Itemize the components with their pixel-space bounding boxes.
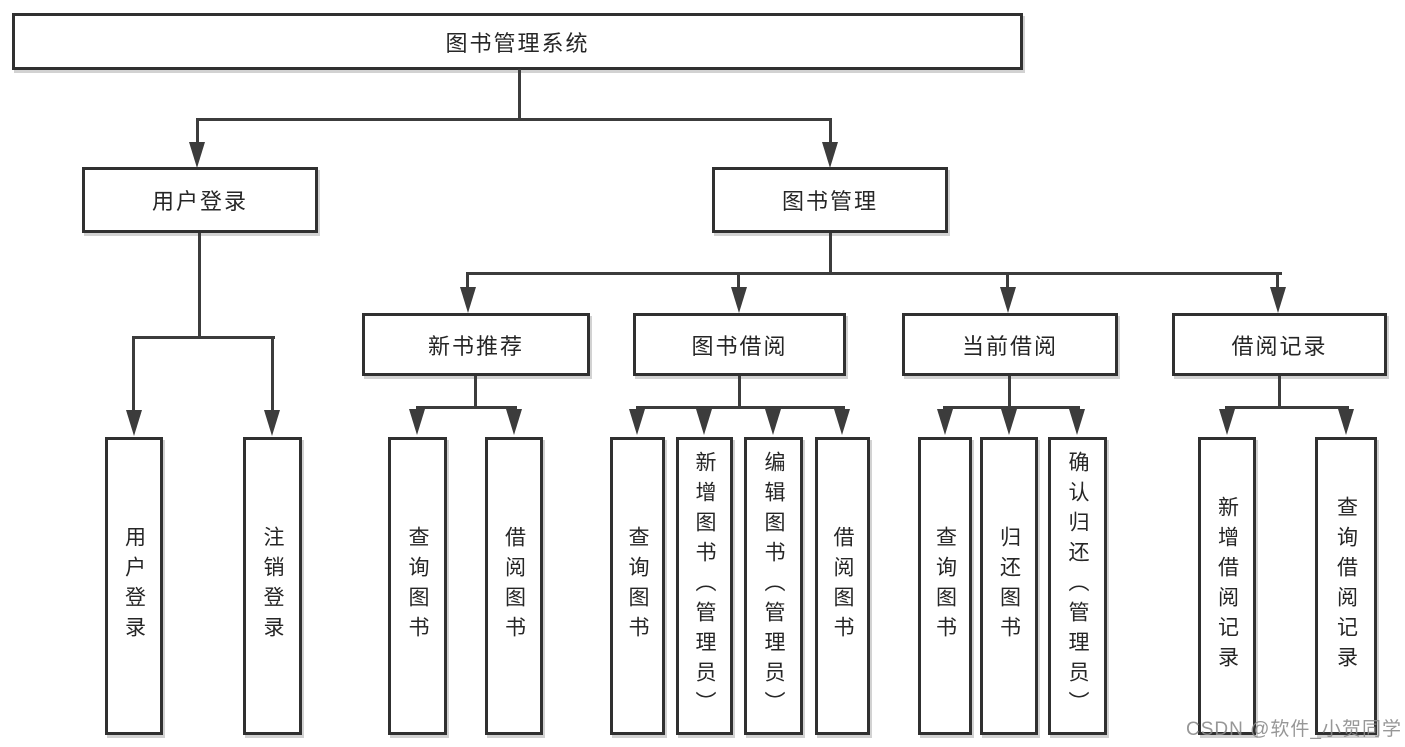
- connector-arrow: [1270, 287, 1286, 313]
- node-library-management-system: 图书管理系统: [12, 13, 1023, 70]
- connector-line: [198, 233, 201, 339]
- node-label: 图书管理: [781, 189, 878, 214]
- connector-line: [829, 118, 832, 145]
- node-label: 查询图书: [406, 526, 429, 646]
- connector-arrow: [1000, 287, 1016, 313]
- node-query-borrow-record: 查询借阅记录: [1315, 437, 1377, 735]
- node-label: 查询图书: [626, 526, 649, 646]
- node-query-books-borrow: 查询图书: [610, 437, 665, 735]
- connector-line: [1008, 376, 1011, 409]
- node-label: 查询图书: [933, 526, 957, 646]
- connector-line: [1225, 406, 1349, 409]
- connector-line: [636, 406, 845, 409]
- csdn-watermark: CSDN @软件_小贺同学: [1186, 719, 1402, 740]
- connector-line: [132, 336, 275, 339]
- node-logout: 注销登录: [243, 437, 302, 735]
- node-add-book-admin: 新增图书（管理员）: [676, 437, 733, 735]
- connector-line: [474, 376, 477, 409]
- node-label: 查询借阅记录: [1334, 496, 1358, 676]
- connector-arrow: [1001, 409, 1017, 435]
- connector-line: [737, 272, 740, 290]
- node-borrow-records: 借阅记录: [1172, 313, 1387, 376]
- connector-line: [829, 233, 832, 275]
- connector-arrow: [189, 142, 205, 168]
- connector-arrow: [460, 287, 476, 313]
- node-label: 图书管理系统: [445, 30, 590, 56]
- node-edit-book-admin: 编辑图书（管理员）: [744, 437, 803, 735]
- connector-arrow: [822, 142, 838, 168]
- connector-arrow: [1338, 409, 1354, 435]
- connector-line: [943, 406, 1080, 409]
- node-current-borrow: 当前借阅: [902, 313, 1118, 376]
- node-query-books-current: 查询图书: [918, 437, 972, 735]
- connector-line: [196, 118, 199, 145]
- node-book-borrow: 图书借阅: [633, 313, 846, 376]
- connector-line: [466, 272, 469, 290]
- connector-arrow: [629, 409, 645, 435]
- connector-line: [518, 69, 521, 121]
- node-label: 用户登录: [151, 189, 248, 214]
- connector-line: [1278, 376, 1281, 409]
- node-borrow-books-recommend: 借阅图书: [485, 437, 543, 735]
- node-label: 借阅图书: [831, 526, 854, 646]
- connector-arrow: [506, 409, 522, 435]
- connector-arrow: [937, 409, 953, 435]
- connector-line: [271, 336, 274, 412]
- node-label: 编辑图书（管理员）: [762, 451, 785, 721]
- connector-line: [196, 118, 832, 121]
- node-user-login: 用户登录: [82, 167, 318, 233]
- node-label: 当前借阅: [961, 333, 1058, 359]
- connector-arrow: [126, 410, 142, 436]
- node-label: 新书推荐: [427, 333, 524, 359]
- node-new-book-recommend: 新书推荐: [362, 313, 590, 376]
- connector-line: [466, 272, 1282, 275]
- connector-arrow: [834, 409, 850, 435]
- connector-arrow: [409, 409, 425, 435]
- node-borrow-books-leaf: 借阅图书: [815, 437, 870, 735]
- node-label: 确认归还（管理员）: [1066, 451, 1089, 721]
- connector-line: [738, 376, 741, 409]
- node-query-books-recommend: 查询图书: [388, 437, 447, 735]
- connector-arrow: [696, 409, 712, 435]
- connector-arrow: [765, 409, 781, 435]
- connector-line: [1276, 272, 1279, 290]
- connector-line: [1006, 272, 1009, 290]
- node-book-management: 图书管理: [712, 167, 948, 233]
- connector-arrow: [264, 410, 280, 436]
- node-label: 注销登录: [261, 526, 284, 646]
- node-label: 新增图书（管理员）: [693, 451, 716, 721]
- node-user-login-leaf: 用户登录: [105, 437, 163, 735]
- node-label: 图书借阅: [691, 333, 788, 359]
- connector-line: [416, 406, 517, 409]
- connector-line: [132, 336, 135, 412]
- connector-arrow: [731, 287, 747, 313]
- node-return-book: 归还图书: [980, 437, 1038, 735]
- node-confirm-return-admin: 确认归还（管理员）: [1048, 437, 1107, 735]
- node-add-borrow-record: 新增借阅记录: [1198, 437, 1256, 735]
- node-label: 用户登录: [122, 526, 146, 646]
- node-label: 新增借阅记录: [1215, 496, 1239, 676]
- node-label: 借阅图书: [502, 526, 526, 646]
- connector-arrow: [1069, 409, 1085, 435]
- connector-arrow: [1219, 409, 1235, 435]
- node-label: 借阅记录: [1231, 333, 1328, 359]
- node-label: 归还图书: [997, 526, 1021, 646]
